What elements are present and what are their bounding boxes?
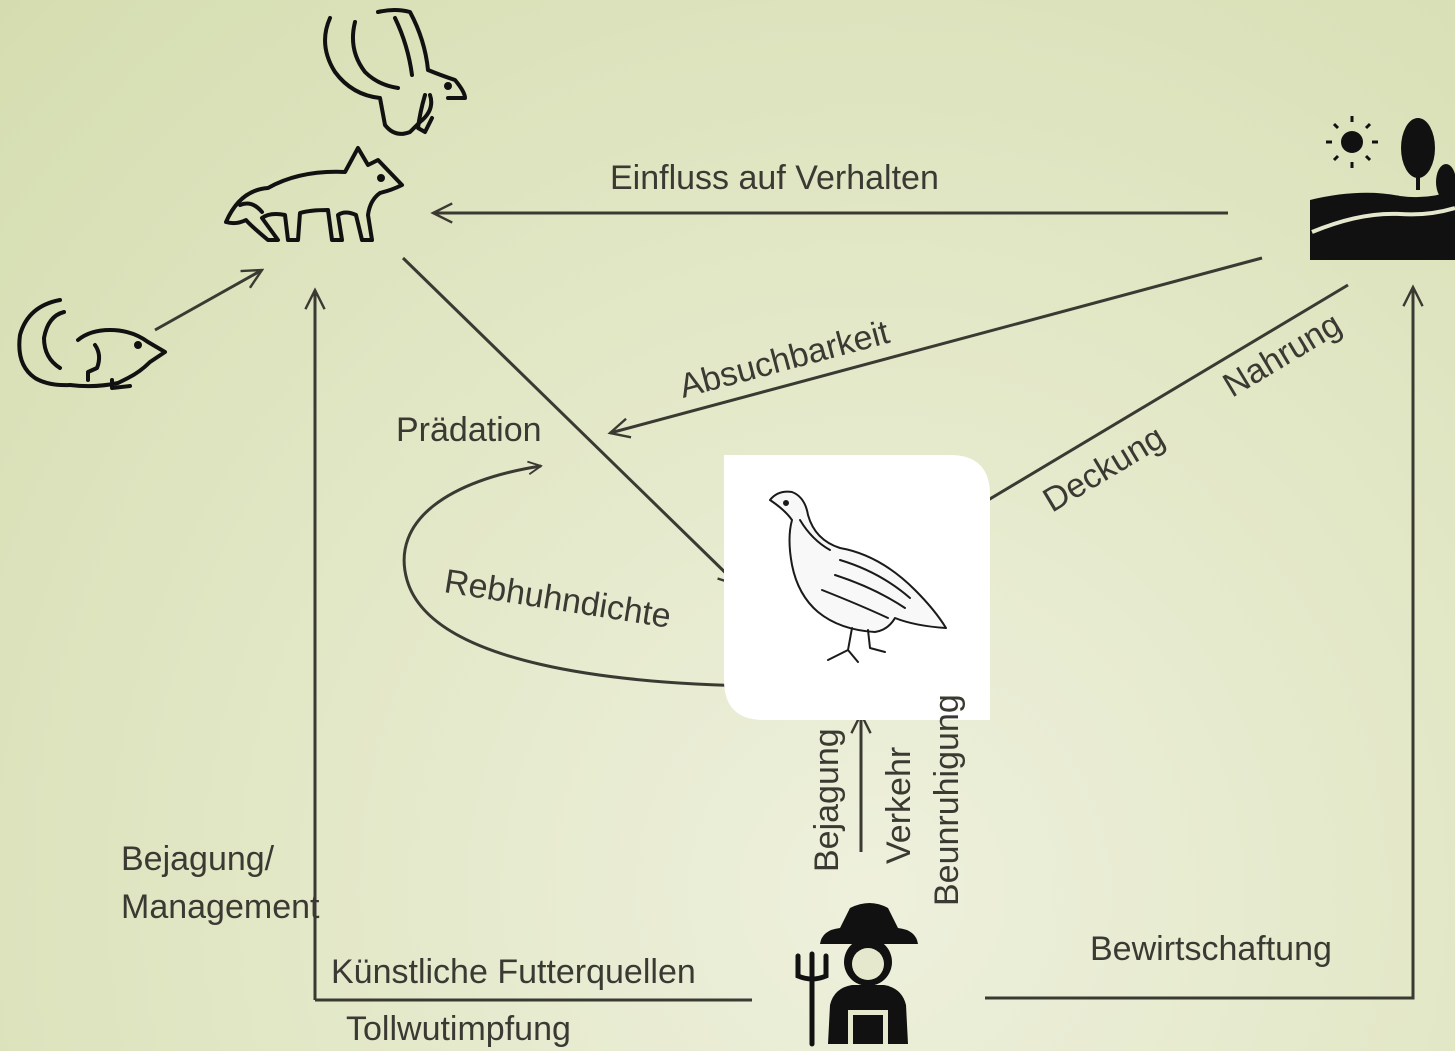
fox-icon: [224, 146, 404, 242]
label-bejagung-management-2: Management: [121, 888, 320, 926]
landscape-icon: [1310, 116, 1455, 260]
label-verkehr: Verkehr: [880, 747, 918, 864]
eagle-icon: [323, 8, 467, 136]
label-kuenstliche-futterquellen: Künstliche Futterquellen: [331, 953, 696, 991]
label-bewirtschaftung: Bewirtschaftung: [1090, 930, 1332, 968]
label-bejagung: Bejagung: [808, 728, 846, 872]
arrow-absuchbarkeit: [610, 256, 1263, 433]
arrow-rebhuhndichte-feedback: [402, 466, 833, 688]
label-absuchbarkeit: Absuchbarkeit: [675, 313, 893, 406]
label-bejagung-management-1: Bejagung/: [121, 840, 275, 878]
label-beunruhigung: Beunruhigung: [928, 694, 966, 906]
partridge-icon: [769, 490, 947, 663]
label-nahrung: Nahrung: [1217, 305, 1348, 405]
arrow-bewirtschaftung: [985, 287, 1413, 1000]
arrow-deckung-nahrung: [968, 283, 1349, 512]
label-deckung: Deckung: [1037, 418, 1172, 520]
arrow-predation: [401, 256, 738, 585]
label-tollwutimpfung: Tollwutimpfung: [346, 1010, 571, 1048]
label-praedation: Prädation: [396, 411, 542, 449]
arrow-mouse-to-fox: [154, 270, 262, 332]
mouse-icon: [17, 298, 167, 390]
farmer-icon: [795, 903, 918, 1047]
partridge-card: [724, 455, 990, 720]
label-einfluss: Einfluss auf Verhalten: [610, 159, 939, 197]
label-rebhuhndichte: Rebhuhndichte: [442, 562, 674, 635]
